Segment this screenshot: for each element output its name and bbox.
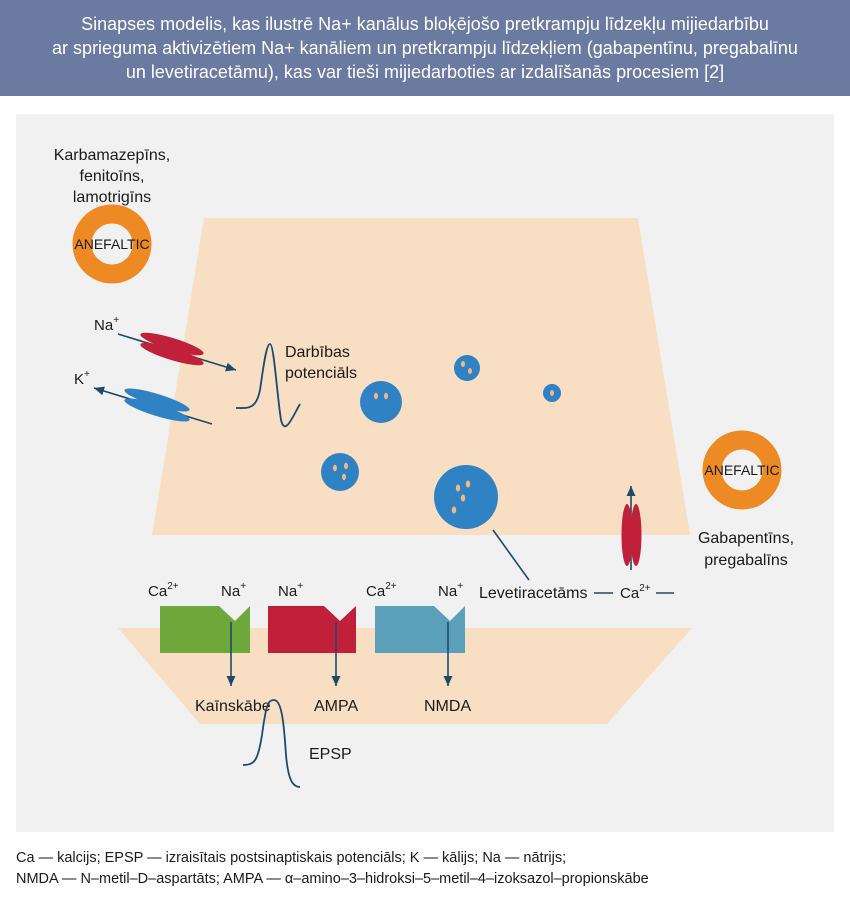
kainate-left-ion: Ca2+ <box>148 581 179 600</box>
na-channel <box>140 332 204 356</box>
presynaptic-terminal <box>152 218 690 535</box>
synaptic-vesicle <box>321 453 359 491</box>
ampa-label: AMPA <box>314 698 358 715</box>
legend-footnote: Ca — kalcijs; EPSP — izraisītais postsin… <box>16 848 836 890</box>
epsp-wave <box>242 699 301 788</box>
ampa-receptor <box>268 606 356 653</box>
ring-label-1: ANEFALTIC <box>74 236 149 252</box>
synaptic-vesicle <box>454 355 480 381</box>
drug-group-1-line-1: Karbamazepīns, <box>54 147 171 164</box>
k-ion-label: K+ <box>74 369 90 388</box>
drug-group-1-line-3: lamotrigīns <box>73 189 151 206</box>
title-line-3: un levetiracetāmu), kas var tieši mijied… <box>125 62 725 82</box>
drug-ring-2 <box>702 430 782 510</box>
action-potential-label-2: potenciāls <box>285 365 357 382</box>
drug-group-1-line-2: fenitoīns, <box>80 168 145 185</box>
title-line-1: Sinapses modelis, kas ilustrē Na+ kanālu… <box>81 14 769 34</box>
footnote-line-1: Ca — kalcijs; EPSP — izraisītais postsin… <box>16 850 567 866</box>
synaptic-vesicle <box>360 381 402 423</box>
drug-ring-1 <box>72 204 152 284</box>
kainate-receptor <box>160 606 250 653</box>
kainate-label: Kaīnskābe <box>195 698 271 715</box>
ca-channel <box>621 504 633 566</box>
synaptic-vesicle <box>543 384 561 402</box>
postsynaptic-membrane <box>118 628 692 724</box>
levetiracetam-pointer <box>492 529 530 581</box>
drug-group-2-line-1: Gabapentīns, <box>698 530 794 547</box>
ampa-left-ion: Na+ <box>278 581 303 600</box>
nmda-label: NMDA <box>424 698 471 715</box>
nmda-receptor <box>375 606 465 653</box>
epsp-label: EPSP <box>309 746 352 763</box>
levetiracetam-label: Levetiracetāms <box>479 585 588 602</box>
na-ion-label: Na+ <box>94 315 119 334</box>
kainate-right-ion: Na+ <box>221 581 246 600</box>
k-channel <box>124 388 190 412</box>
title-line-2: ar sprieguma aktivizētiem Na+ kanāliem u… <box>52 38 798 58</box>
ca-ion-label: Ca2+ <box>620 583 651 602</box>
ring-label-2: ANEFALTIC <box>704 462 779 478</box>
synaptic-vesicle <box>434 465 498 529</box>
na-channel-2 <box>140 342 204 366</box>
k-channel-2 <box>124 398 190 422</box>
figure-title: Sinapses modelis, kas ilustrē Na+ kanālu… <box>0 0 850 96</box>
action-potential-wave <box>235 343 301 428</box>
ca-channel-2 <box>630 504 642 566</box>
drug-group-2-line-2: pregabalīns <box>704 552 788 569</box>
action-potential-label-1: Darbības <box>285 344 350 361</box>
nmda-left-ion: Ca2+ <box>366 581 397 600</box>
footnote-line-2: NMDA — N–metil–D–aspartāts; AMPA — α–ami… <box>16 871 649 887</box>
nmda-right-ion: Na+ <box>438 581 463 600</box>
